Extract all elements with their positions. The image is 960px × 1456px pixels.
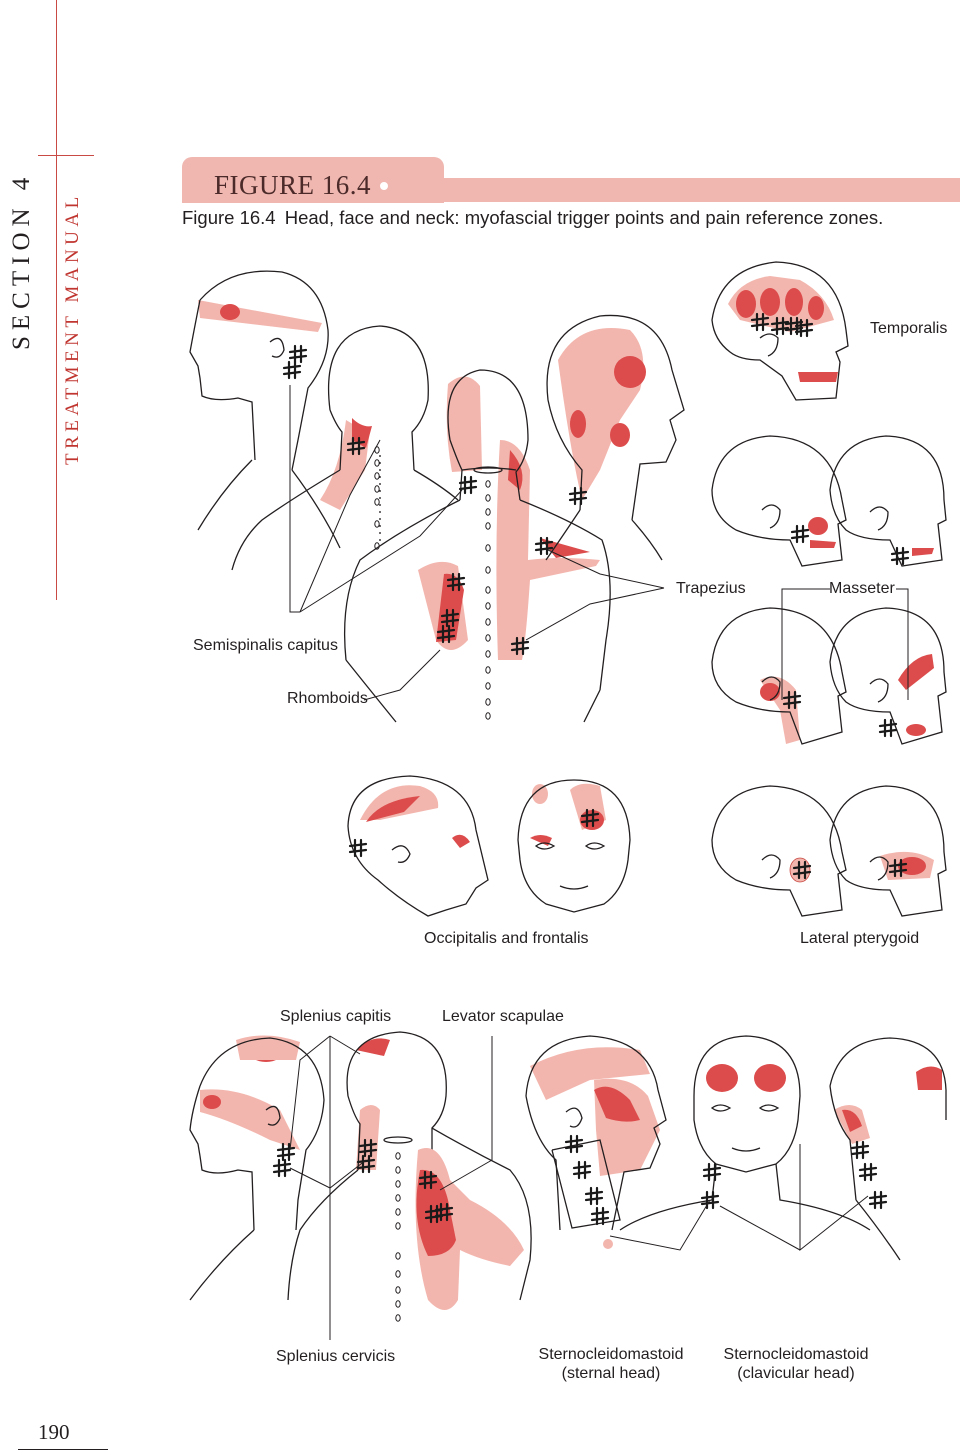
trigger-point-hash-icon — [282, 360, 302, 380]
label-splenius-capitis: Splenius capitis — [280, 1008, 392, 1025]
figure-title: FIGURE 16.4 — [214, 170, 372, 200]
trigger-point-hash-icon — [850, 1140, 870, 1160]
trigger-point-hash-icon — [858, 1162, 878, 1182]
trigger-point-hash-icon — [572, 1160, 592, 1180]
levator-back-torso — [415, 1127, 532, 1310]
trigger-point-hash-icon — [272, 1158, 292, 1178]
temporalis-skull — [711, 261, 849, 401]
trigger-point-hash-icon — [868, 1190, 888, 1210]
splenius-side-head — [189, 1035, 325, 1301]
trapezius-side-head — [545, 314, 685, 561]
trigger-point-hash-icon — [590, 1206, 610, 1226]
trapezius-back-torso — [344, 369, 611, 723]
label-lateral-pterygoid: Lateral pterygoid — [800, 930, 920, 947]
label-semispinalis: Semispinalis capitus — [193, 637, 338, 654]
trigger-point-hash-icon — [702, 1162, 722, 1182]
splenius-back-head — [287, 1031, 447, 1301]
figure-caption-text: Head, face and neck: myofascial trigger … — [284, 207, 884, 228]
margin-rule-tick — [38, 155, 94, 156]
label-rhomboids: Rhomboids — [287, 690, 368, 707]
spine-markers-center — [485, 480, 491, 720]
leader-lines-bottom — [289, 1035, 869, 1340]
scm-clavicular-side-head — [829, 1037, 947, 1261]
page-number-rule — [18, 1449, 108, 1450]
label-scm-clavicular-line1: Sternocleidomastoid — [723, 1346, 869, 1363]
leader-lines-top — [289, 385, 909, 701]
figure-header-tab — [182, 157, 444, 203]
masseter-skull-1 — [711, 435, 847, 567]
masseter-skull-3 — [711, 607, 847, 745]
label-trapezius: Trapezius — [676, 580, 746, 597]
occipitalis-side-head — [347, 775, 489, 917]
page-number: 190 — [38, 1420, 70, 1444]
scm-front-face — [619, 1035, 871, 1231]
trigger-point-hash-icon — [790, 524, 810, 544]
figure-title-bullet — [380, 182, 388, 190]
lateral-pterygoid-skull-2 — [829, 785, 947, 917]
figure-caption-label: Figure 16.4 — [182, 207, 276, 228]
lateral-pterygoid-skull-1 — [711, 785, 847, 917]
label-temporalis: Temporalis — [870, 320, 948, 337]
trigger-point-hash-icon — [584, 1186, 604, 1206]
masseter-skull-4 — [829, 607, 947, 745]
spine-markers — [374, 446, 380, 550]
semispinalis-side-head — [189, 270, 341, 549]
spine-markers-bottom — [395, 1152, 401, 1322]
scm-sternal-side-head — [525, 1035, 667, 1249]
label-masseter: Masseter — [829, 580, 895, 597]
figure-caption: Figure 16.4 Head, face and neck: myofasc… — [182, 207, 883, 229]
label-scm-sternal-line2: (sternal head) — [561, 1365, 661, 1382]
label-scm-sternal-line1: Sternocleidomastoid — [538, 1346, 684, 1363]
label-scm-sternal: Sternocleidomastoid (sternal head) — [535, 1345, 687, 1383]
masseter-skull-2 — [829, 435, 947, 567]
trigger-point-hash-icon — [288, 344, 308, 364]
trigger-point-hash-icon — [458, 475, 478, 495]
figure-header-band — [430, 178, 960, 202]
label-splenius-cervicis: Splenius cervicis — [276, 1348, 396, 1365]
label-levator-scapulae: Levator scapulae — [442, 1008, 564, 1025]
margin-rule-vertical — [56, 0, 57, 600]
semispinalis-back-head — [231, 325, 459, 571]
label-scm-clavicular: Sternocleidomastoid (clavicular head) — [720, 1345, 872, 1383]
label-occipitalis-frontalis: Occipitalis and frontalis — [424, 930, 589, 947]
label-scm-clavicular-line2: (clavicular head) — [737, 1365, 855, 1382]
frontalis-front-face — [517, 779, 631, 913]
